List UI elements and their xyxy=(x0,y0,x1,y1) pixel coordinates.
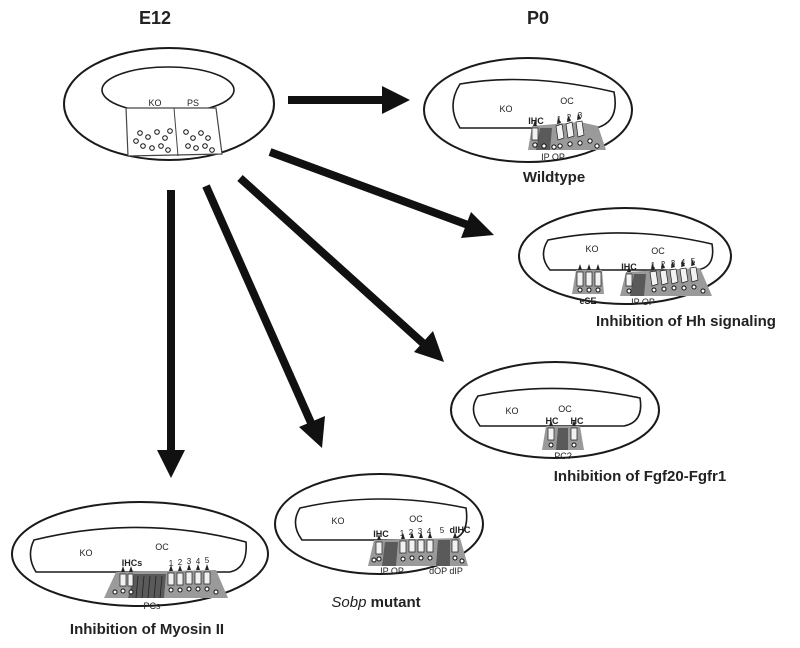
wildtype-lumen xyxy=(452,78,616,129)
wildtype-cochlea: KO OC IHC 1 2 3 IP OP xyxy=(423,57,633,163)
e12-lumen xyxy=(101,66,235,114)
sobp-row-4: 4 xyxy=(427,527,432,536)
wildtype-row-3: 3 xyxy=(578,111,583,120)
fgf-ko-label: KO xyxy=(505,406,518,416)
wildtype-caption: Wildtype xyxy=(523,169,585,186)
sobp-ip-op-label: IP OP xyxy=(380,566,404,576)
hh-row-4: 4 xyxy=(681,258,686,267)
hh-ko-label: KO xyxy=(585,244,598,254)
e12-ko-label: KO xyxy=(148,98,161,108)
sobp-row-1: 1 xyxy=(400,529,405,538)
sobp-caption: Sobp mutant xyxy=(331,594,420,611)
sobp-dop-dip-label: dOP dIP xyxy=(429,566,463,576)
fgf-hair-cells xyxy=(547,420,578,441)
hh-row-1: 1 xyxy=(651,261,656,270)
fgf-lumen xyxy=(472,387,642,427)
hh-hair-cells xyxy=(625,259,699,287)
hh-row-3: 3 xyxy=(671,259,676,268)
sobp-hair-cells xyxy=(375,532,459,555)
myosin-hair-cells xyxy=(119,564,211,587)
myosin-ko-label: KO xyxy=(79,548,92,558)
arrows xyxy=(157,86,494,478)
fgf-pc-label: PC? xyxy=(554,451,572,461)
fgf-pillar-cell xyxy=(556,428,568,450)
hh-ihc-label: IHC xyxy=(621,262,637,272)
fgf-hc-left-label: HC xyxy=(546,416,559,426)
myosin-row-1: 1 xyxy=(169,559,174,568)
myosin-pillar-stripes xyxy=(135,575,163,599)
hh-pillar-cells xyxy=(630,274,646,296)
arrow-to-myosin xyxy=(157,190,185,478)
e12-ps-label: PS xyxy=(187,98,199,108)
hh-caption: Inhibition of Hh signaling xyxy=(596,313,776,330)
e12-ko-ps-boundary xyxy=(173,107,179,157)
fgf-oc-label: OC xyxy=(558,404,572,414)
myosin-lumen xyxy=(29,526,247,573)
wildtype-hair-cells xyxy=(531,113,585,141)
sobp-lumen xyxy=(294,498,468,541)
hh-oc-label: OC xyxy=(651,246,665,256)
e12-cochlea: KO PS xyxy=(63,47,275,161)
sobp-caption-rest: mutant xyxy=(366,594,420,611)
hh-lumen xyxy=(542,232,714,271)
sobp-distal-pillar-cells xyxy=(436,540,450,566)
wildtype-ko-label: KO xyxy=(499,104,512,114)
sobp-row-5: 5 xyxy=(440,526,445,535)
e12-header: E12 xyxy=(139,8,171,28)
sobp-ko-label: KO xyxy=(331,516,344,526)
myosin-caption: Inhibition of Myosin II xyxy=(70,621,224,638)
hh-ip-op-label: IP OP xyxy=(631,297,655,307)
hh-row-2: 2 xyxy=(661,260,666,269)
hh-support-nuclei xyxy=(577,284,706,294)
myosin-support-nuclei xyxy=(112,586,219,595)
wildtype-oc-label: OC xyxy=(560,96,574,106)
arrow-to-hh xyxy=(268,148,494,238)
fgf-caption: Inhibition of Fgf20-Fgfr1 xyxy=(554,468,726,485)
hh-ese-label: eSE xyxy=(579,296,596,306)
sobp-oc-label: OC xyxy=(409,514,423,524)
sobp-support-nuclei xyxy=(371,555,465,564)
myosin-ihcs-label: IHCs xyxy=(122,558,143,568)
arrow-to-sobp xyxy=(202,184,325,448)
myosin-row-3: 3 xyxy=(187,557,192,566)
fgf-cochlea: KO OC HC HC PC? xyxy=(450,361,660,461)
myosin-row-2: 2 xyxy=(178,558,183,567)
sobp-dihc-label: dIHC xyxy=(450,525,471,535)
fgf-hc-right-label: HC xyxy=(571,416,584,426)
sobp-row-3: 3 xyxy=(418,527,423,536)
myosin-pcs-label: PCs xyxy=(143,601,161,611)
arrow-to-fgf xyxy=(237,175,444,362)
sobp-row-2: 2 xyxy=(409,528,414,537)
sobp-pillar-cells xyxy=(382,542,398,566)
wildtype-support-nuclei xyxy=(532,138,600,150)
wildtype-ihc-label: IHC xyxy=(528,116,544,126)
myosin-row-4: 4 xyxy=(196,557,201,566)
hh-cochlea: KO OC IHC 1 2 3 4 5 eSE IP OP xyxy=(518,207,732,307)
wildtype-pillar-cells xyxy=(536,128,552,150)
sobp-cochlea: KO OC IHC 1 2 3 4 5 dIHC IP OP dOP dIP xyxy=(274,473,484,576)
e12-floor-region xyxy=(125,107,223,157)
wildtype-ip-op-label: IP OP xyxy=(541,152,565,162)
wildtype-row-1: 1 xyxy=(557,115,562,124)
hh-row-5: 5 xyxy=(691,257,696,266)
myosin-cochlea: KO OC IHCs 1 2 3 4 5 PCs xyxy=(11,501,269,611)
fgf-support-nuclei xyxy=(548,442,577,448)
p0-header: P0 xyxy=(527,8,549,28)
sobp-caption-gene: Sobp xyxy=(331,594,366,611)
myosin-oc-label: OC xyxy=(155,542,169,552)
wildtype-row-2: 2 xyxy=(567,113,572,122)
myosin-row-5: 5 xyxy=(205,556,210,565)
sobp-ihc-label: IHC xyxy=(373,529,389,539)
e12-cell-nuclei xyxy=(133,128,215,153)
hh-ese-hair-cells xyxy=(576,264,602,287)
arrow-to-wildtype xyxy=(288,86,410,114)
